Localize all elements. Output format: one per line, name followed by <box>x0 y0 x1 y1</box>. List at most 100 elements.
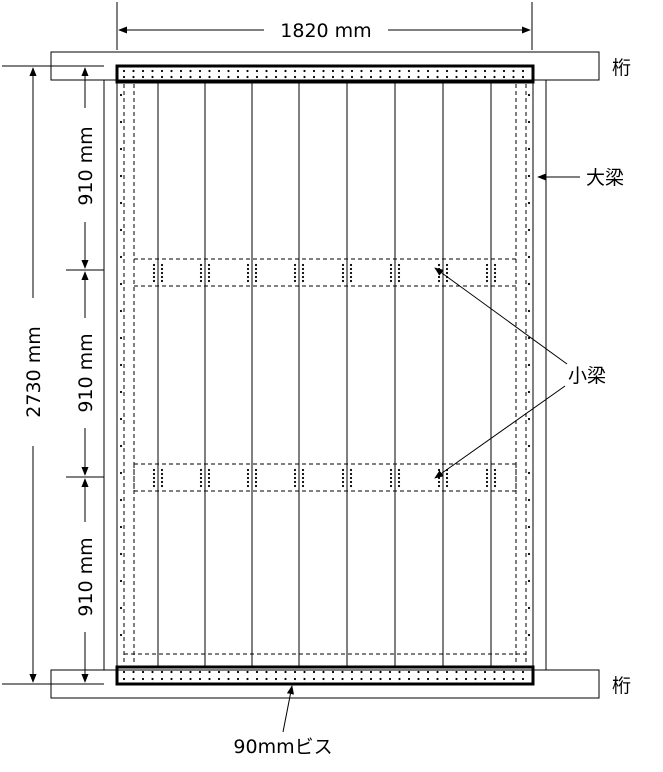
screw-dot <box>284 75 287 79</box>
screw-dot <box>349 484 353 488</box>
screw-dot <box>407 670 411 674</box>
screw-dot <box>398 677 401 681</box>
screw-dot <box>483 69 487 73</box>
screw-dot <box>349 263 353 267</box>
screw-dot <box>208 75 211 79</box>
screw-dot <box>119 93 123 97</box>
screw-dot <box>246 267 250 271</box>
screw-dot <box>293 75 297 79</box>
screw-dot <box>436 69 439 73</box>
screw-dot <box>521 75 525 79</box>
screw-dot <box>341 267 345 271</box>
screw-dot <box>151 677 154 681</box>
screw-dot <box>160 271 164 275</box>
screw-dot <box>227 69 230 73</box>
screw-dot <box>179 670 183 674</box>
screw-dot <box>152 476 156 480</box>
screw-dot <box>437 476 441 480</box>
screw-dot <box>389 271 393 275</box>
screw-dot <box>293 271 297 275</box>
screw-dot <box>160 75 164 79</box>
screw-dot <box>293 69 297 73</box>
screw-dot <box>303 75 306 79</box>
screw-dot <box>369 670 373 674</box>
screw-dot <box>341 275 345 279</box>
screw-dot <box>208 677 211 681</box>
screw-dot <box>341 677 344 681</box>
screw-dot <box>397 271 401 275</box>
screw-dot <box>436 670 439 674</box>
kobari-upper <box>133 258 517 287</box>
screw-dot <box>199 267 203 271</box>
kobari-lower <box>133 463 517 492</box>
screw-dot <box>301 267 305 271</box>
screw-dot <box>341 670 344 674</box>
screw-dot <box>437 484 441 488</box>
screw-dot <box>274 75 278 79</box>
screw-dot <box>331 75 335 79</box>
screw-dot <box>397 480 401 484</box>
screw-dot <box>207 279 211 283</box>
screw-dot <box>512 69 515 73</box>
screw-dot <box>398 75 401 79</box>
screw-dot <box>527 552 531 556</box>
screw-dot <box>301 263 305 267</box>
screw-dot <box>527 579 531 583</box>
screw-dot <box>389 472 393 476</box>
screw-dot <box>483 677 487 681</box>
screw-dot <box>170 69 173 73</box>
screw-dot <box>350 75 354 79</box>
screw-dot <box>474 670 477 674</box>
screw-dot <box>331 69 335 73</box>
screw-dot <box>445 677 449 681</box>
screw-dot <box>445 69 449 73</box>
screw-dot <box>179 75 183 79</box>
screw-dot <box>293 670 297 674</box>
screw-dot <box>389 476 393 480</box>
screw-dot <box>179 69 183 73</box>
screw-dot <box>485 267 489 271</box>
screw-dot <box>398 670 401 674</box>
screw-dot <box>303 670 306 674</box>
screw-dot <box>152 279 156 283</box>
screw-dot <box>293 267 297 271</box>
screw-dot <box>141 677 145 681</box>
screw-dot <box>397 484 401 488</box>
screw-dot <box>160 476 164 480</box>
screw-dot <box>349 476 353 480</box>
screw-dot <box>246 484 250 488</box>
screw-dot <box>246 279 250 283</box>
screw-dot <box>350 670 354 674</box>
screw-dot <box>227 670 230 674</box>
screw-dot <box>208 670 211 674</box>
screw-dot <box>199 480 203 484</box>
screw-dot <box>199 263 203 267</box>
screw-dot <box>388 69 392 73</box>
screw-dot <box>246 263 250 267</box>
screw-dot <box>246 69 249 73</box>
screw-dot <box>227 677 230 681</box>
screw-dot <box>485 472 489 476</box>
screw-dot <box>254 472 258 476</box>
screw-dot <box>426 670 430 674</box>
screw-dot <box>160 69 164 73</box>
screw-dot <box>207 263 211 267</box>
screw-dot <box>151 670 154 674</box>
screw-dot <box>255 677 259 681</box>
segment-dimensions <box>66 67 104 683</box>
segment-middle-label: 910 mm <box>75 333 97 412</box>
screw-dot <box>119 525 123 529</box>
screw-dot <box>379 677 382 681</box>
screw-dot <box>274 670 278 674</box>
screw-dot <box>303 677 306 681</box>
screw-dot <box>474 69 477 73</box>
screw-dot <box>493 480 497 484</box>
kobari-arrow-upper <box>434 267 568 365</box>
screw-dot <box>246 480 250 484</box>
width-label: 1820 mm <box>280 20 371 42</box>
screw-dot <box>293 468 297 472</box>
screw-dot <box>369 69 373 73</box>
screw-dot <box>246 670 249 674</box>
screw-dot <box>122 677 126 681</box>
screw-dot <box>301 472 305 476</box>
